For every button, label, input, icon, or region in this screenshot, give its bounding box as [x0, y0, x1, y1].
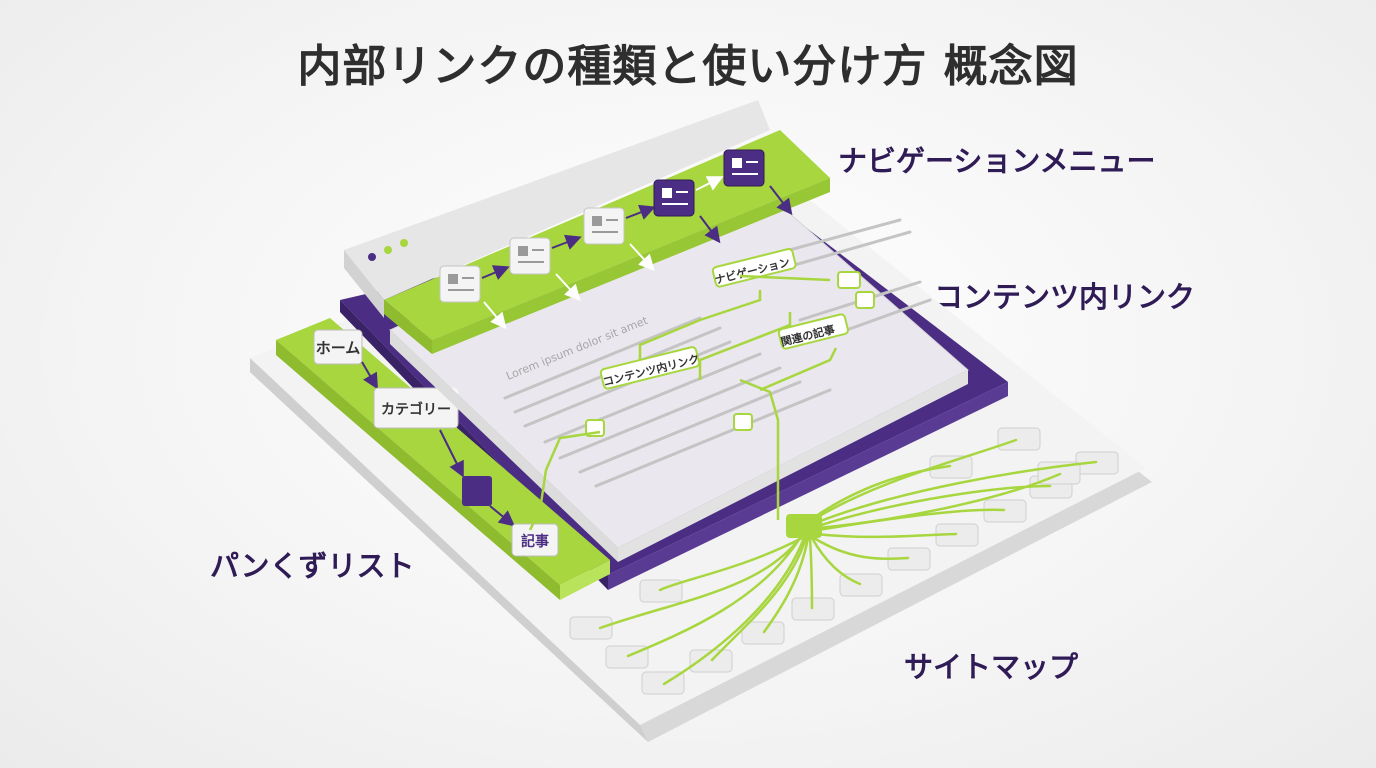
breadcrumb-home-label: ホーム [316, 339, 361, 357]
breadcrumb-article-label: 記事 [521, 533, 549, 550]
breadcrumb-arrow [439, 429, 464, 478]
window-control-dot [368, 253, 376, 261]
sitemap-tile [741, 621, 785, 645]
breadcrumb-rail [276, 318, 610, 600]
content-link-lines [528, 274, 838, 531]
sitemap-hub [786, 514, 822, 538]
arrow-chip [733, 413, 753, 431]
nav-arrow [551, 234, 582, 250]
breadcrumb-article[interactable]: 記事 [511, 523, 559, 557]
sitemap-tile [997, 427, 1041, 451]
breadcrumb-category-label: カテゴリー [381, 401, 451, 418]
sitemap-link-lines [598, 438, 1098, 686]
sitemap-tile [689, 649, 733, 673]
browser-window-frame [344, 100, 770, 318]
window-control-dot [384, 246, 392, 254]
nav-page-icon[interactable] [509, 237, 551, 275]
arrow-chip [837, 271, 861, 289]
nav-down-arrow [629, 243, 655, 271]
nav-page-icon[interactable] [439, 265, 481, 303]
nav-page-icon-active[interactable] [653, 179, 695, 217]
breadcrumb-category[interactable]: カテゴリー [373, 387, 459, 429]
breadcrumb-arrow [489, 505, 516, 527]
nav-arrow [481, 265, 510, 280]
nav-down-arrow [699, 215, 721, 244]
nav-down-arrow [483, 301, 507, 330]
content-links-label: コンテンツ内リンク [934, 280, 1196, 314]
breadcrumb-home[interactable]: ホーム [313, 329, 363, 365]
diagram-title: 内部リンクの種類と使い分け方 概念図 [297, 41, 1079, 92]
arrow-chip [855, 291, 875, 309]
breadcrumb-node [462, 476, 492, 506]
nav-arrow [625, 204, 656, 220]
nav-down-arrow [555, 273, 581, 301]
nav-page-icon-active[interactable] [723, 149, 765, 187]
sitemap-tile [569, 616, 613, 640]
sitemap-tile [929, 455, 973, 479]
breadcrumb-list-label: パンくずリスト [210, 549, 415, 583]
content-arrow-chips [585, 271, 875, 437]
nav-down-arrow [769, 185, 793, 216]
breadcrumb-arrow [361, 361, 379, 390]
sitemap-label: サイトマップ [904, 650, 1079, 684]
navigation-menu-label: ナビゲーションメニュー [838, 144, 1156, 178]
nav-arrow [695, 176, 724, 191]
window-control-dot [400, 239, 408, 247]
nav-page-icon[interactable] [583, 207, 625, 245]
